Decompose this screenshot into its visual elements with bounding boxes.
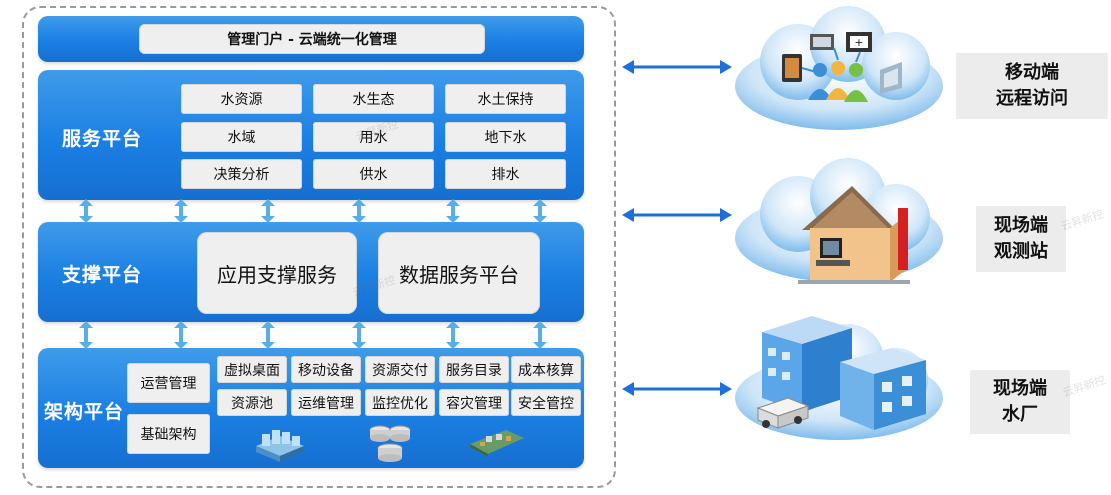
double-arrow-icon: [446, 199, 460, 223]
platform-frame: [22, 6, 616, 488]
service-cell: 供水: [313, 159, 434, 189]
endpoint-label-line1: 移动端: [1005, 62, 1059, 83]
server-blocks-icon: [256, 430, 304, 462]
service-title: 服务平台: [62, 128, 143, 150]
endpoint-label-line2: 水厂: [1002, 404, 1038, 425]
support-title: 支撑平台: [62, 264, 143, 286]
service-cell: 水土保持: [445, 84, 566, 114]
double-arrow-icon: [352, 321, 366, 349]
double-arrow-icon: [533, 321, 547, 349]
arch-cell: 移动设备: [291, 356, 361, 383]
endpoint-label: 现场端观测站: [976, 206, 1066, 272]
double-arrow-icon: [174, 321, 188, 349]
station-link-arrow: [622, 208, 732, 222]
arch-cell: 容灾管理: [439, 389, 509, 416]
arch-cell: 成本核算: [511, 356, 581, 383]
arch-title: 架构平台: [44, 401, 125, 423]
ops-management: 运营管理: [127, 363, 210, 403]
double-arrow-icon: [79, 199, 93, 223]
double-arrow-icon: [446, 321, 460, 349]
service-cell: 水资源: [181, 84, 302, 114]
endpoint-label-line2: 观测站: [994, 241, 1048, 262]
endpoint-label: 现场端水厂: [970, 370, 1070, 434]
arch-cell: 服务目录: [439, 356, 509, 383]
service-cell: 用水: [313, 122, 434, 152]
service-cell: 排水: [445, 159, 566, 189]
plant-link-arrow: [622, 382, 732, 396]
double-arrow-icon: [174, 199, 188, 223]
mobile-link-arrow: [622, 60, 732, 74]
service-cell: 水域: [181, 122, 302, 152]
double-arrow-icon: [79, 321, 93, 349]
service-cell: 水生态: [313, 84, 434, 114]
app-support-service: 应用支撑服务: [197, 232, 357, 314]
arch-cell: 虚拟桌面: [217, 356, 287, 383]
endpoint-label-line1: 现场端: [994, 215, 1048, 236]
base-infrastructure: 基础架构: [127, 414, 210, 454]
arch-cell: 安全管控: [511, 389, 581, 416]
service-cell: 决策分析: [181, 159, 302, 189]
double-arrow-icon: [261, 199, 275, 223]
svg-text:+: +: [854, 36, 863, 49]
service-cell: 地下水: [445, 122, 566, 152]
arch-cell: 资源交付: [365, 356, 435, 383]
circuit-board-icon: [470, 430, 524, 457]
database-disks-icon: [369, 425, 411, 462]
double-arrow-icon: [533, 199, 547, 223]
house-station-icon: [798, 186, 910, 284]
double-arrow-icon: [352, 199, 366, 223]
arch-cell: 运维管理: [291, 389, 361, 416]
data-service-platform: 数据服务平台: [378, 232, 540, 314]
endpoint-label: 移动端远程访问: [956, 53, 1108, 119]
endpoint-label-line2: 远程访问: [996, 88, 1068, 109]
endpoint-label-line1: 现场端: [993, 378, 1047, 399]
mobile-devices-icon: +: [782, 32, 902, 102]
arch-cell: 资源池: [217, 389, 287, 416]
arch-cell: 监控优化: [365, 389, 435, 416]
water-plant-icon: [756, 316, 926, 430]
double-arrow-icon: [261, 321, 275, 349]
portal-label: 管理门户 - 云端统一化管理: [139, 24, 485, 54]
